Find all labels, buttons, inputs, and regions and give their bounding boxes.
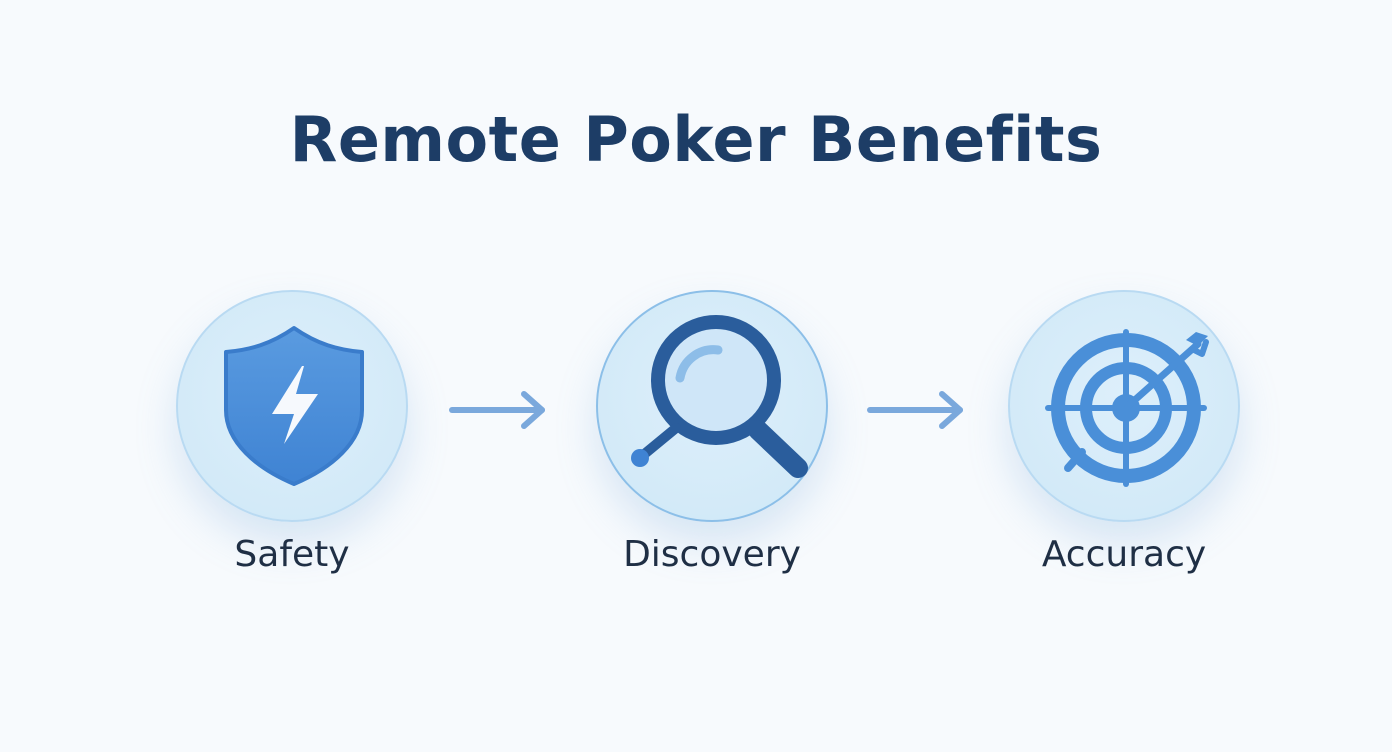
step-safety: Safety — [176, 290, 408, 575]
step-circle — [1008, 290, 1240, 522]
shield-lightning-icon — [224, 326, 364, 486]
target-arrow-icon — [1045, 329, 1209, 487]
step-label: Accuracy — [1041, 534, 1207, 575]
step-label: Discovery — [623, 534, 801, 575]
arrow-right-icon — [449, 391, 545, 429]
magnifying-glass-icon — [631, 315, 808, 478]
page-title: Remote Poker Benefits — [289, 103, 1103, 176]
step-discovery: Discovery — [596, 290, 828, 575]
step-accuracy: Accuracy — [1008, 290, 1240, 575]
step-label: Safety — [234, 534, 350, 575]
step-circle — [596, 290, 828, 522]
step-circle — [176, 290, 408, 522]
arrow-right-icon — [867, 391, 963, 429]
